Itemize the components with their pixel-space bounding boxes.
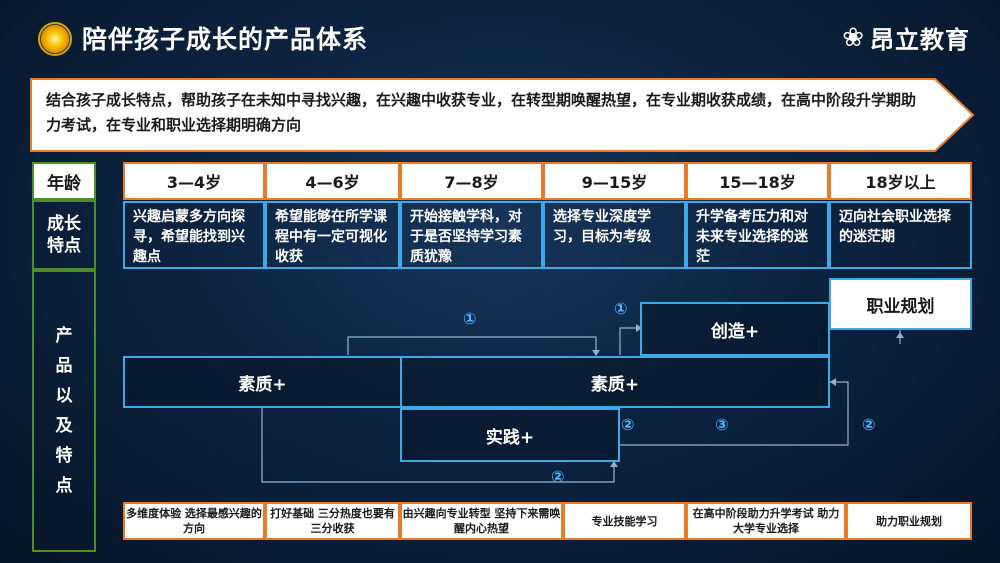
flow-number: ① — [463, 309, 477, 328]
age-cell: 3—4岁 — [123, 162, 265, 200]
trait-cell: 升学备考压力和对未来专业选择的迷茫 — [686, 201, 829, 269]
product-box-suzhi-2: 素质+ — [400, 356, 830, 408]
product-box-zhiye: 职业规划 — [829, 278, 972, 330]
brand-swirl-icon: ❀ — [842, 22, 864, 53]
flow-number: ② — [621, 415, 635, 434]
flow-number: ② — [862, 415, 876, 434]
product-box-shijian: 实践+ — [400, 408, 620, 462]
brand-name: 昂立教育 — [870, 26, 970, 54]
side-label-age: 年龄 — [32, 162, 96, 200]
arrow-head — [896, 332, 904, 338]
feature-cell: 由兴趣向专业转型 坚持下来需唤醒内心热望 — [400, 502, 563, 540]
trait-cell: 希望能够在所学课程中有一定可视化收获 — [265, 201, 400, 269]
age-cell: 4—6岁 — [265, 162, 400, 200]
feature-cell: 在高中阶段助力升学考试 助力大学专业选择 — [686, 502, 846, 540]
brand-logo: ❀ 昂立教育 — [842, 20, 970, 55]
product-box-chuangzao: 创造+ — [640, 302, 830, 356]
feature-cell: 打好基础 三分热度也要有三分收获 — [265, 502, 400, 540]
age-cell: 15—18岁 — [686, 162, 829, 200]
arrow-head — [830, 378, 836, 386]
intro-text: 结合孩子成长特点，帮助孩子在未知中寻找兴趣，在兴趣中收获专业，在转型期唤醒热望，… — [46, 91, 917, 134]
trait-cell: 迈向社会职业选择的迷茫期 — [829, 201, 972, 269]
trait-cell: 开始接触学科，对于是否坚持学习素质犹豫 — [400, 201, 543, 269]
feature-cell: 专业技能学习 — [563, 502, 686, 540]
intro-banner — [30, 78, 975, 152]
connector-line — [619, 327, 640, 355]
side-label-products-text: 产品以及特点 — [55, 326, 73, 496]
product-box-suzhi-1: 素质+ — [123, 356, 402, 408]
age-cell: 7—8岁 — [400, 162, 543, 200]
sun-logo-icon — [38, 22, 72, 56]
side-label-traits-text: 成长特点 — [47, 214, 81, 256]
feature-cell: 多维度体验 选择最感兴趣的方向 — [123, 502, 265, 540]
age-cell: 18岁以上 — [829, 162, 972, 200]
age-cell: 9—15岁 — [543, 162, 686, 200]
trait-cell: 选择专业深度学习，目标为考级 — [543, 201, 686, 269]
page-title: 陪伴孩子成长的产品体系 — [82, 25, 369, 54]
flow-number: ② — [551, 467, 565, 486]
side-label-products: 产品以及特点 — [32, 270, 96, 552]
flow-number: ① — [614, 299, 628, 318]
connector-line — [347, 336, 597, 355]
side-label-traits: 成长特点 — [32, 200, 96, 270]
trait-cell: 兴趣启蒙多方向探寻，希望能找到兴趣点 — [123, 201, 265, 269]
flow-number: ③ — [715, 415, 729, 434]
feature-cell: 助力职业规划 — [846, 502, 972, 540]
